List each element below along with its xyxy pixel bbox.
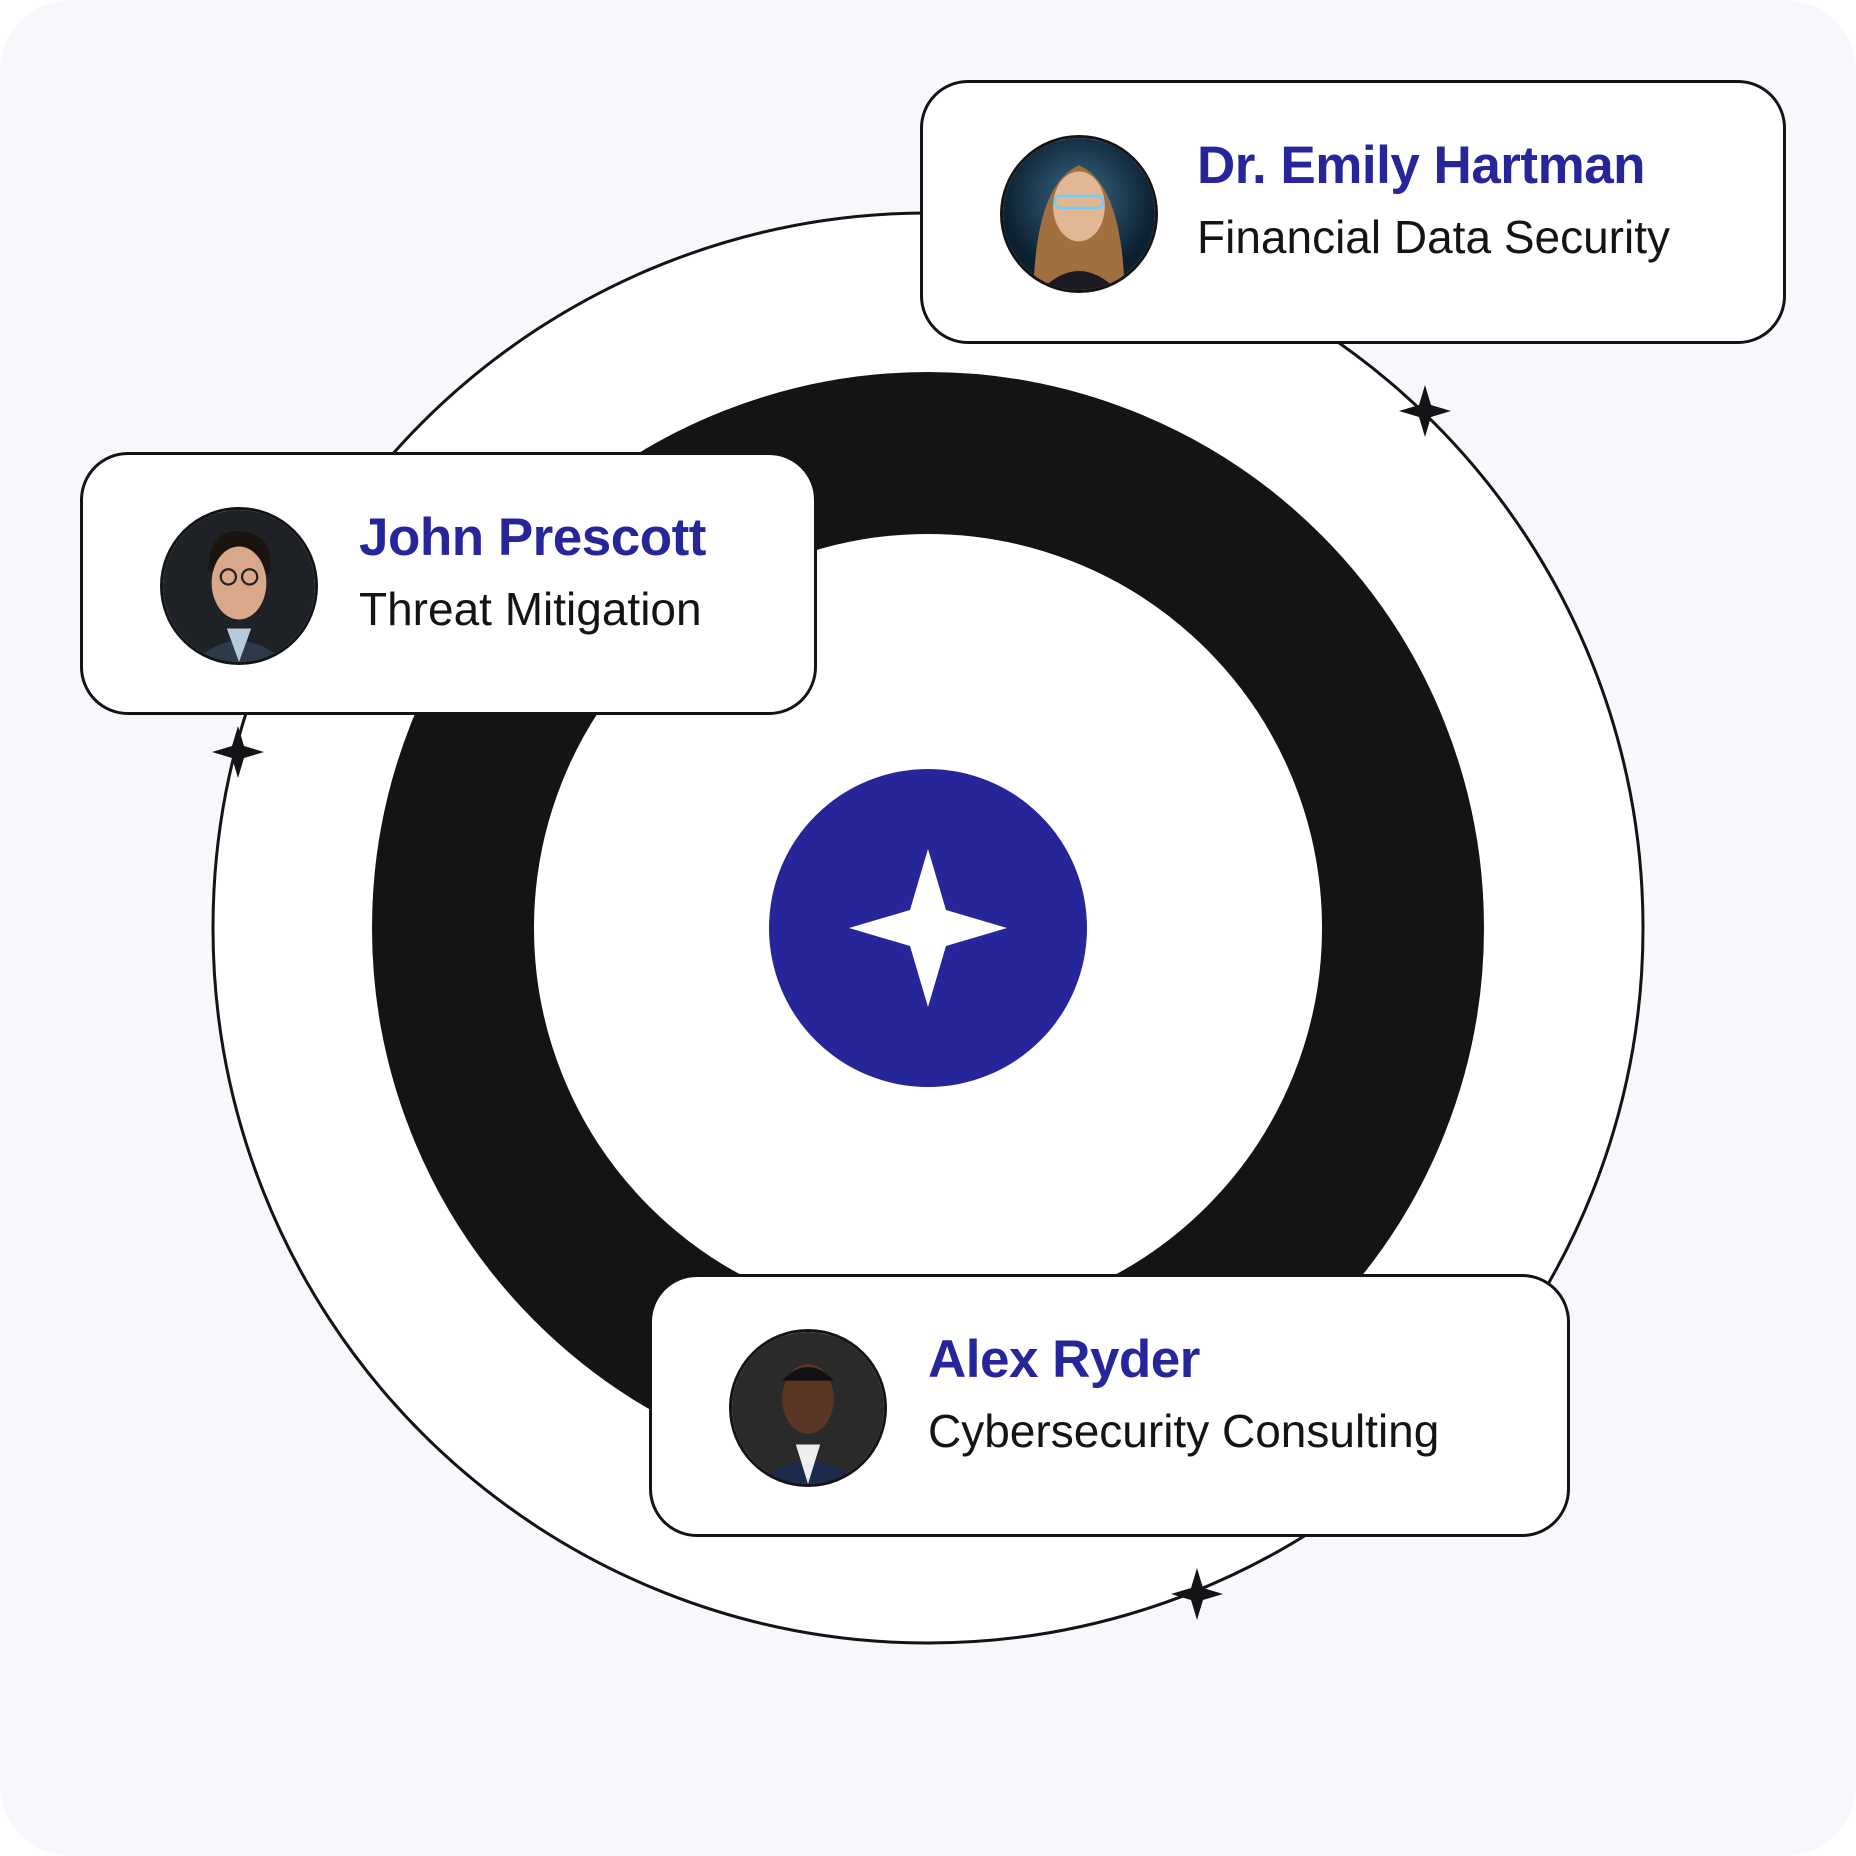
avatar [1000, 135, 1158, 293]
expert-card-john-prescott[interactable]: John Prescott Threat Mitigation [80, 452, 817, 715]
small-star-icon [1171, 1568, 1223, 1620]
small-star-icon [1399, 385, 1451, 437]
sparkle-star-icon [849, 849, 1007, 1007]
expert-card-emily-hartman[interactable]: Dr. Emily Hartman Financial Data Securit… [920, 80, 1786, 344]
expert-role: Cybersecurity Consulting [928, 1405, 1440, 1457]
expert-name: John Prescott [359, 508, 706, 567]
avatar [160, 507, 318, 665]
small-star-icon [212, 726, 264, 778]
expert-role: Financial Data Security [1197, 211, 1670, 263]
expert-card-alex-ryder[interactable]: Alex Ryder Cybersecurity Consulting [649, 1274, 1570, 1537]
avatar [729, 1329, 887, 1487]
expert-role: Threat Mitigation [359, 583, 702, 635]
expert-name: Alex Ryder [928, 1330, 1200, 1389]
expert-name: Dr. Emily Hartman [1197, 136, 1646, 195]
